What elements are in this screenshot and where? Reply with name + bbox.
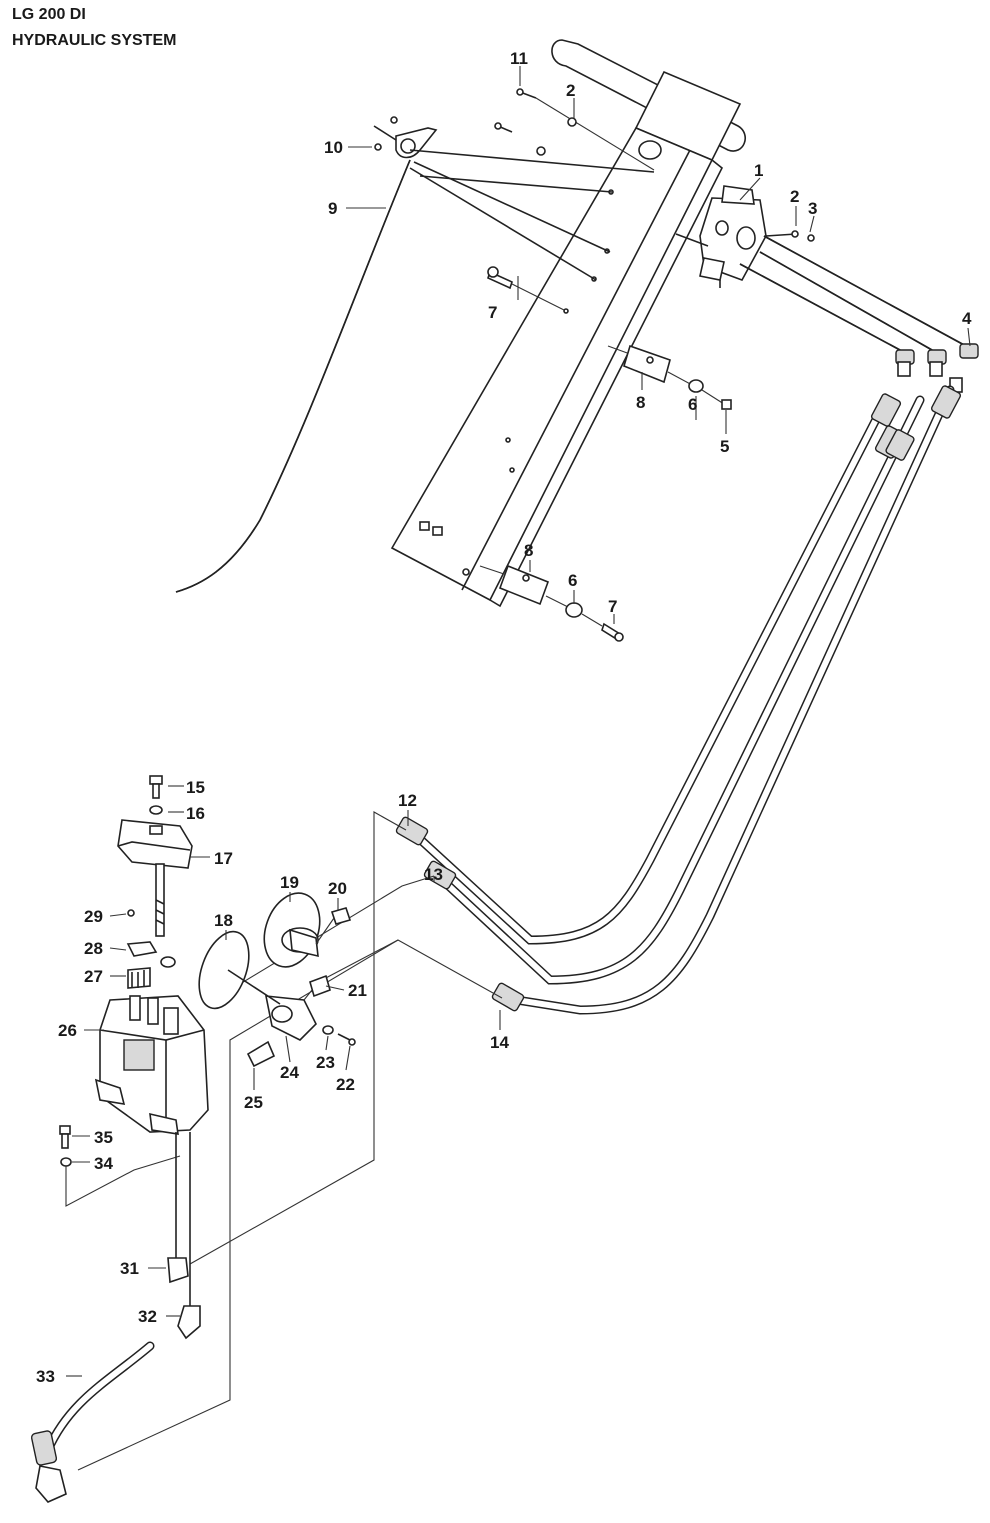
callout-31: 31 — [120, 1259, 139, 1278]
control-valve — [675, 185, 815, 288]
callout-27: 27 — [84, 967, 103, 986]
callout-8-lower: 8 — [524, 541, 533, 560]
clamp-lower — [479, 564, 624, 642]
callout-labels: 11 2 10 9 1 2 3 7 4 8 6 5 8 6 7 15 16 17… — [36, 49, 972, 1386]
callout-29: 29 — [84, 907, 103, 926]
callout-28: 28 — [84, 939, 103, 958]
handle-assembly — [390, 39, 747, 608]
callout-16: 16 — [186, 804, 205, 823]
callout-17: 17 — [214, 849, 233, 868]
callout-1: 1 — [754, 161, 763, 180]
callout-7-upper: 7 — [488, 303, 497, 322]
callout-22: 22 — [336, 1075, 355, 1094]
callout-19: 19 — [280, 873, 299, 892]
callout-2-upper: 2 — [566, 81, 575, 100]
column-fasteners — [487, 88, 655, 311]
clamp-upper — [607, 344, 732, 410]
diagram-model: LG 200 DI — [12, 6, 86, 23]
callout-6-upper: 6 — [688, 395, 697, 414]
callout-8-upper: 8 — [636, 393, 645, 412]
callout-10: 10 — [324, 138, 343, 157]
callout-35: 35 — [94, 1128, 113, 1147]
callout-7-lower: 7 — [608, 597, 617, 616]
tank-fittings-hose — [30, 1257, 201, 1503]
oil-tank — [94, 909, 209, 1308]
callout-34: 34 — [94, 1154, 113, 1173]
callout-18: 18 — [214, 911, 233, 930]
callout-20: 20 — [328, 879, 347, 898]
callout-24: 24 — [280, 1063, 299, 1082]
filter-assembly — [198, 892, 356, 1068]
hydraulic-hoses — [395, 385, 962, 1015]
callout-26: 26 — [58, 1021, 77, 1040]
callout-25: 25 — [244, 1093, 263, 1112]
callout-9: 9 — [328, 199, 337, 218]
valve-tubes — [739, 235, 979, 393]
callout-21: 21 — [348, 981, 367, 1000]
filler-cap-parts — [117, 775, 193, 968]
callout-15: 15 — [186, 778, 205, 797]
callout-2-valve: 2 — [790, 187, 799, 206]
callout-14: 14 — [490, 1033, 509, 1052]
callout-13: 13 — [424, 865, 443, 884]
diagram-section-title: HYDRAULIC SYSTEM — [12, 32, 177, 49]
callout-12: 12 — [398, 791, 417, 810]
tank-fasteners — [59, 1125, 72, 1167]
callout-5: 5 — [720, 437, 729, 456]
callout-3: 3 — [808, 199, 817, 218]
callout-33: 33 — [36, 1367, 55, 1386]
callout-11: 11 — [510, 49, 528, 68]
throttle-cable — [175, 116, 655, 593]
leader-lines — [66, 66, 971, 1377]
callout-6-lower: 6 — [568, 571, 577, 590]
callout-23: 23 — [316, 1053, 335, 1072]
callout-32: 32 — [138, 1307, 157, 1326]
callout-4: 4 — [962, 309, 972, 328]
